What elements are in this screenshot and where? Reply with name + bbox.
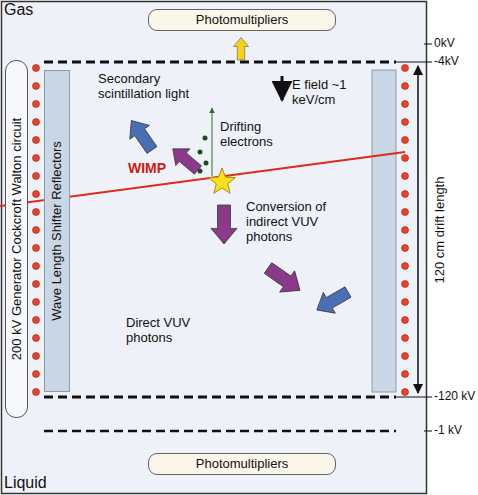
particle-label: WIMP — [128, 160, 166, 176]
phase-label: Liquid — [4, 474, 47, 492]
gate-grid — [44, 61, 396, 64]
vertical-label: 200 kV Generator Cockcroft Walton circui… — [9, 65, 24, 413]
efield-arrow — [281, 76, 284, 100]
voltage-label: -1 kV — [434, 424, 462, 438]
screening-grid — [44, 430, 396, 433]
field-rings — [33, 65, 409, 396]
voltage-label: -4kV — [434, 55, 459, 69]
phase-label: Gas — [4, 1, 33, 19]
voltage-ticks — [396, 44, 432, 431]
annotation: Direct VUV photons — [126, 316, 212, 346]
annotation: Conversion of indirect VUV photons — [246, 200, 362, 245]
vertical-label: Wave Length Shifter Reflectors — [50, 75, 65, 387]
pmt-array: Photomultipliers — [148, 9, 336, 31]
reflector-panel: Wave Length Shifter Reflectors — [44, 70, 70, 392]
box-label: Photomultipliers — [196, 457, 289, 472]
annotation: Drifting electrons — [220, 120, 306, 150]
voltage-label: 0kV — [434, 37, 455, 51]
cathode-grid — [44, 396, 396, 399]
annotation: Secondary scintillation light — [98, 72, 222, 102]
interaction-star — [209, 168, 236, 193]
voltage-label: -120 kV — [434, 390, 475, 404]
pmt-array: Photomultipliers — [148, 453, 336, 475]
detector-vessel — [2, 2, 427, 494]
dimension-label: 120 cm drift length — [433, 120, 448, 340]
box-label: Photomultipliers — [196, 13, 289, 28]
hv-generator: 200 kV Generator Cockcroft Walton circui… — [5, 60, 28, 418]
drift-length-arrow — [417, 66, 419, 393]
reflector-panel — [372, 70, 396, 392]
annotation: E field ~1 keV/cm — [292, 78, 368, 108]
drift-arrow — [212, 108, 213, 176]
